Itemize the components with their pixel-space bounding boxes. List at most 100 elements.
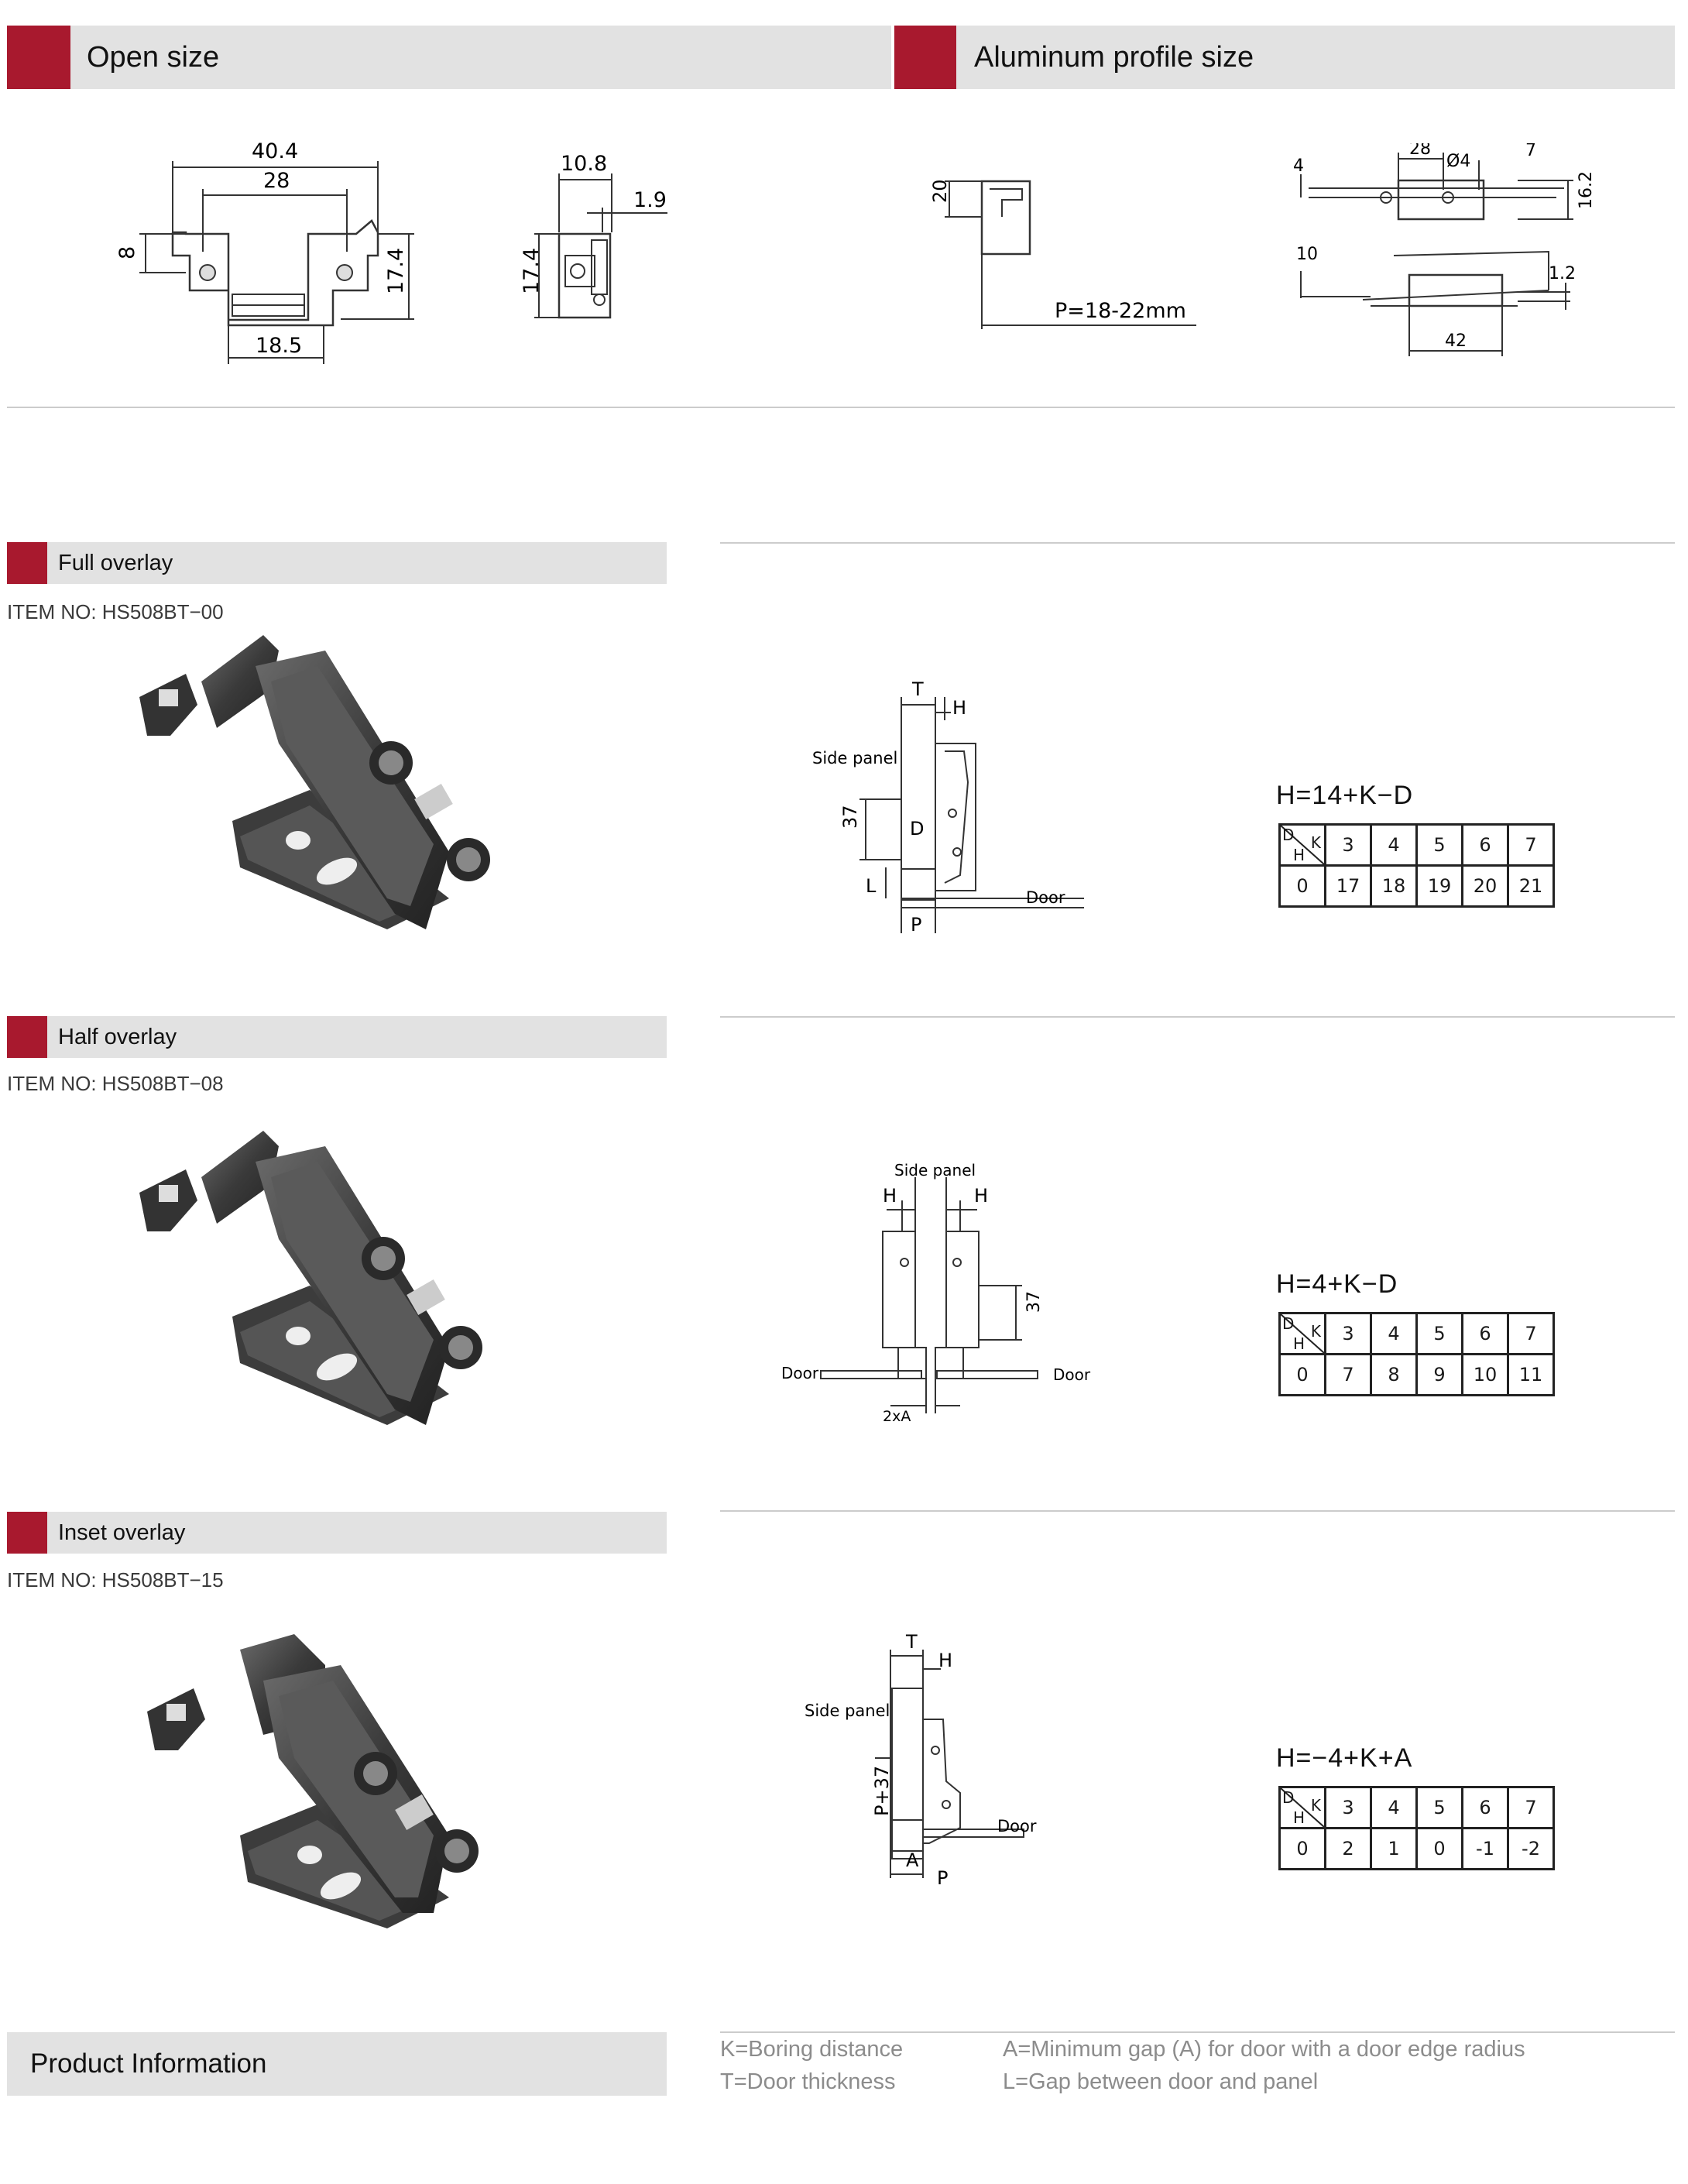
- table-k-cell: 5: [1415, 1312, 1463, 1355]
- half-diag-door-left: Door: [781, 1364, 819, 1382]
- table-k-cell: 3: [1324, 823, 1372, 867]
- half-diag-side-panel: Side panel: [894, 1161, 976, 1180]
- table-corner: D K H: [1278, 1312, 1326, 1355]
- dim-17-4-b: 17.4: [520, 248, 544, 294]
- hinge-image-full: [139, 635, 490, 929]
- half-overlay-diagram: Side panel H H 37 Door Door 2xA: [781, 1161, 1091, 1425]
- table-k-cell: 4: [1370, 1312, 1418, 1355]
- dim-7: 7: [1525, 143, 1536, 160]
- full-diag-p: P: [911, 914, 921, 936]
- dim-28: 28: [263, 169, 290, 193]
- full-diag-d: D: [910, 818, 924, 840]
- divider-row1: [720, 542, 1675, 544]
- table-h-cell: 8: [1370, 1353, 1418, 1396]
- profile-section-drawing: 20 P=18-22mm: [929, 179, 1196, 329]
- dim-17-4-a: 17.4: [384, 248, 408, 294]
- table-k-cell: 7: [1507, 1786, 1555, 1829]
- table-h-cell: 10: [1461, 1353, 1509, 1396]
- dim-28-profile: 28: [1409, 143, 1431, 159]
- half-diag-door-right: Door: [1053, 1365, 1091, 1384]
- dim-20: 20: [929, 179, 951, 203]
- table-h-cell: 1: [1370, 1827, 1418, 1870]
- divider-row2: [720, 1016, 1675, 1018]
- table-k-cell: 4: [1370, 1786, 1418, 1829]
- inset-diag-h: H: [938, 1650, 952, 1671]
- table-h-cell: 19: [1415, 864, 1463, 908]
- table-h-cell: -2: [1507, 1827, 1555, 1870]
- table-h-cell: 17: [1324, 864, 1372, 908]
- hinge-image-half: [139, 1131, 482, 1425]
- table-full-overlay: D K H 3 4 5 6 7 0 17 18 19 20 21: [1278, 823, 1555, 908]
- full-overlay-title: Full overlay: [58, 550, 173, 575]
- dim-p-range: P=18-22mm: [1055, 299, 1186, 323]
- legend-k: K=Boring distance: [720, 2037, 904, 2062]
- formula-full: H=14+K−D: [1276, 781, 1414, 810]
- dim-40-4: 40.4: [252, 139, 298, 163]
- full-diag-t: T: [911, 678, 924, 700]
- inset-overlay-header: Inset overlay: [7, 1512, 667, 1554]
- full-overlay-header: Full overlay: [7, 542, 667, 584]
- open-size-front-drawing: 40.4 28 8 17.4 18.5: [115, 139, 414, 364]
- half-diag-h2: H: [974, 1185, 988, 1207]
- table-h-cell: 11: [1507, 1353, 1555, 1396]
- table-h-cell: 7: [1324, 1353, 1372, 1396]
- table-d-cell: 0: [1278, 1353, 1326, 1396]
- legend-a: A=Minimum gap (A) for door with a door e…: [1003, 2037, 1525, 2062]
- table-k-cell: 5: [1415, 823, 1463, 867]
- aluminum-profile-header: Aluminum profile size: [894, 26, 1675, 89]
- dim-4: 4: [1293, 156, 1304, 176]
- table-h-cell: 20: [1461, 864, 1509, 908]
- table-k-cell: 7: [1507, 823, 1555, 867]
- open-size-header: Open size: [7, 26, 891, 89]
- table-k-cell: 7: [1507, 1312, 1555, 1355]
- half-diag-h1: H: [883, 1185, 897, 1207]
- full-overlay-diagram: T H Side panel 37 D L Door P: [812, 678, 1084, 936]
- half-overlay-title: Half overlay: [58, 1024, 177, 1049]
- dim-42: 42: [1445, 331, 1467, 351]
- open-size-side-drawing: 10.8 1.9 17.4: [520, 152, 667, 319]
- table-corner: D K H: [1278, 823, 1326, 867]
- dim-phi4: Ø4: [1446, 152, 1470, 171]
- table-h-cell: 21: [1507, 864, 1555, 908]
- table-corner: D K H: [1278, 1786, 1326, 1829]
- table-k-cell: 6: [1461, 823, 1509, 867]
- divider-footer: [720, 2031, 1675, 2033]
- profile-mount-drawing: 4 28 Ø4 7 16.2 10 1.2 42: [1293, 143, 1595, 356]
- legend-l: L=Gap between door and panel: [1003, 2069, 1319, 2094]
- inset-diag-door: Door: [997, 1817, 1037, 1835]
- dim-1-9: 1.9: [633, 188, 667, 212]
- full-diag-side-panel: Side panel: [812, 749, 897, 767]
- dim-10: 10: [1296, 245, 1318, 264]
- full-diag-37: 37: [839, 805, 861, 829]
- inset-diag-a: A: [906, 1849, 919, 1871]
- table-d-cell: 0: [1278, 1827, 1326, 1870]
- inset-diag-p: P: [937, 1867, 948, 1889]
- table-k-cell: 6: [1461, 1786, 1509, 1829]
- table-h-cell: -1: [1461, 1827, 1509, 1870]
- inset-diag-t: T: [905, 1631, 918, 1653]
- hinge-image-inset: [147, 1634, 479, 1928]
- item-no-00: ITEM NO: HS508BT−00: [7, 600, 224, 623]
- full-diag-h: H: [952, 697, 966, 719]
- product-information-header: Product Information: [7, 2032, 667, 2096]
- dim-1-2: 1.2: [1549, 264, 1576, 283]
- formula-half: H=4+K−D: [1276, 1269, 1398, 1299]
- table-h-cell: 2: [1324, 1827, 1372, 1870]
- formula-inset: H=−4+K+A: [1276, 1743, 1413, 1773]
- inset-diag-p37: P+37: [871, 1766, 893, 1816]
- inset-diag-side-panel: Side panel: [805, 1702, 890, 1720]
- table-inset-overlay: D K H 3 4 5 6 7 0 2 1 0 -1 -2: [1278, 1786, 1555, 1870]
- full-diag-door: Door: [1026, 888, 1065, 907]
- dim-18-5: 18.5: [256, 334, 302, 358]
- table-k-cell: 6: [1461, 1312, 1509, 1355]
- divider-top: [7, 407, 1675, 408]
- table-k-cell: 5: [1415, 1786, 1463, 1829]
- legend-t: T=Door thickness: [720, 2069, 896, 2094]
- aluminum-profile-title: Aluminum profile size: [974, 40, 1254, 74]
- full-diag-l: L: [866, 875, 877, 897]
- dim-10-8: 10.8: [561, 152, 607, 176]
- product-information-title: Product Information: [30, 2048, 267, 2079]
- table-k-cell: 4: [1370, 823, 1418, 867]
- half-diag-37: 37: [1024, 1291, 1044, 1313]
- item-no-08: ITEM NO: HS508BT−08: [7, 1072, 224, 1095]
